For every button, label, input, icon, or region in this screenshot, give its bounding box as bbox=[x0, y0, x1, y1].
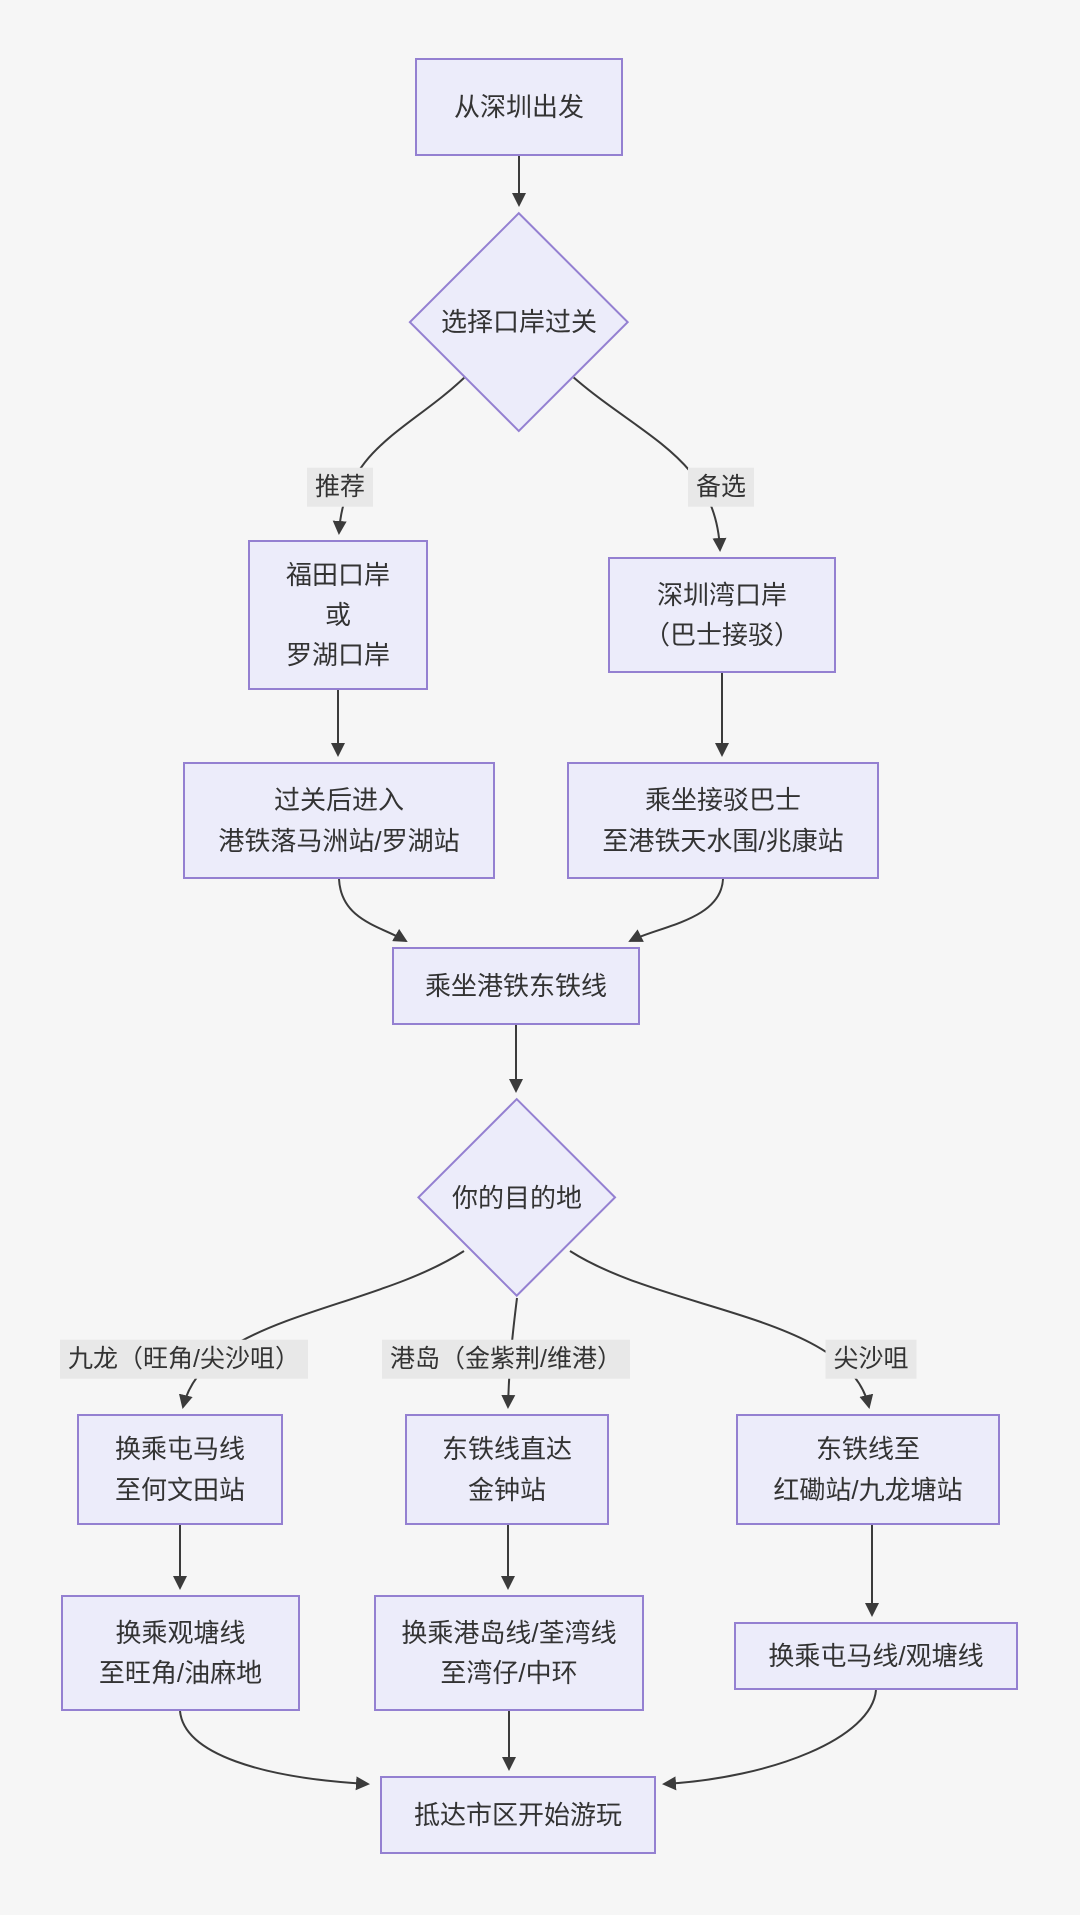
node-label: 换乘屯马线 至何文田站 bbox=[114, 1434, 245, 1505]
edge-alternative-to-shenzhen-bay bbox=[571, 375, 727, 552]
node-label: 选择口岸过关 bbox=[440, 306, 597, 337]
edge-label-hk-island: 港岛（金紫荆/维港） bbox=[382, 1339, 630, 1379]
decision-choose-port: 选择口岸过关 bbox=[409, 212, 629, 432]
node-label: 深圳湾口岸 （巴士接驳） bbox=[643, 579, 800, 650]
edge-label-tsim-sha-tsui: 尖沙咀 bbox=[825, 1339, 917, 1379]
node-label: 过关后进入 港铁落马洲站/罗湖站 bbox=[218, 785, 460, 856]
node-label: 换乘屯马线/观塘线 bbox=[768, 1640, 984, 1671]
node-east-rail-line: 乘坐港铁东铁线 bbox=[392, 947, 640, 1025]
node-label: 东铁线直达 金钟站 bbox=[441, 1434, 572, 1505]
edge-label-kowloon: 九龙（旺角/尖沙咀） bbox=[60, 1339, 308, 1379]
edge-after-crossing-to-east-rail bbox=[338, 878, 408, 942]
node-label: 你的目的地 bbox=[451, 1182, 582, 1213]
edge-kwun-tong-to-arrive bbox=[179, 1710, 370, 1791]
node-label: 换乘观塘线 至旺角/油麻地 bbox=[98, 1617, 263, 1688]
node-start-shenzhen: 从深圳出发 bbox=[415, 58, 623, 156]
edge-tmkt-to-arrive bbox=[662, 1689, 877, 1791]
node-island-tsuen-wan-line-wan-chai: 换乘港岛线/荃湾线 至湾仔/中环 bbox=[374, 1595, 644, 1711]
node-label: 东铁线至 红磡站/九龙塘站 bbox=[773, 1434, 963, 1505]
node-label: 抵达市区开始游玩 bbox=[413, 1799, 622, 1830]
edge-label-alternative: 备选 bbox=[687, 467, 755, 507]
node-after-crossing-lok-ma-chau: 过关后进入 港铁落马洲站/罗湖站 bbox=[183, 762, 495, 879]
node-label: 乘坐港铁东铁线 bbox=[424, 970, 607, 1001]
node-futian-or-luohu-port: 福田口岸 或 罗湖口岸 bbox=[248, 540, 428, 690]
node-shuttle-bus-tin-shui-wai: 乘坐接驳巴士 至港铁天水围/兆康站 bbox=[567, 762, 879, 879]
node-tuen-ma-line-ho-man-tin: 换乘屯马线 至何文田站 bbox=[77, 1414, 283, 1525]
node-kwun-tong-line-mong-kok: 换乘观塘线 至旺角/油麻地 bbox=[61, 1595, 300, 1711]
node-label: 从深圳出发 bbox=[453, 91, 584, 122]
edge-label-recommended: 推荐 bbox=[306, 467, 374, 507]
node-arrive-city-start-touring: 抵达市区开始游玩 bbox=[380, 1776, 656, 1854]
node-east-rail-hung-hom-kowloon-tong: 东铁线至 红磡站/九龙塘站 bbox=[736, 1414, 1000, 1525]
node-label: 乘坐接驳巴士 至港铁天水围/兆康站 bbox=[602, 785, 844, 856]
decision-destination: 你的目的地 bbox=[416, 1097, 618, 1299]
node-tuen-ma-kwun-tong-line: 换乘屯马线/观塘线 bbox=[734, 1622, 1018, 1690]
edge-shuttle-to-east-rail bbox=[628, 878, 724, 942]
node-label: 换乘港岛线/荃湾线 至湾仔/中环 bbox=[401, 1617, 617, 1688]
node-east-rail-direct-admiralty: 东铁线直达 金钟站 bbox=[405, 1414, 609, 1525]
node-label: 福田口岸 或 罗湖口岸 bbox=[285, 559, 390, 671]
node-shenzhen-bay-port: 深圳湾口岸 （巴士接驳） bbox=[608, 557, 836, 673]
